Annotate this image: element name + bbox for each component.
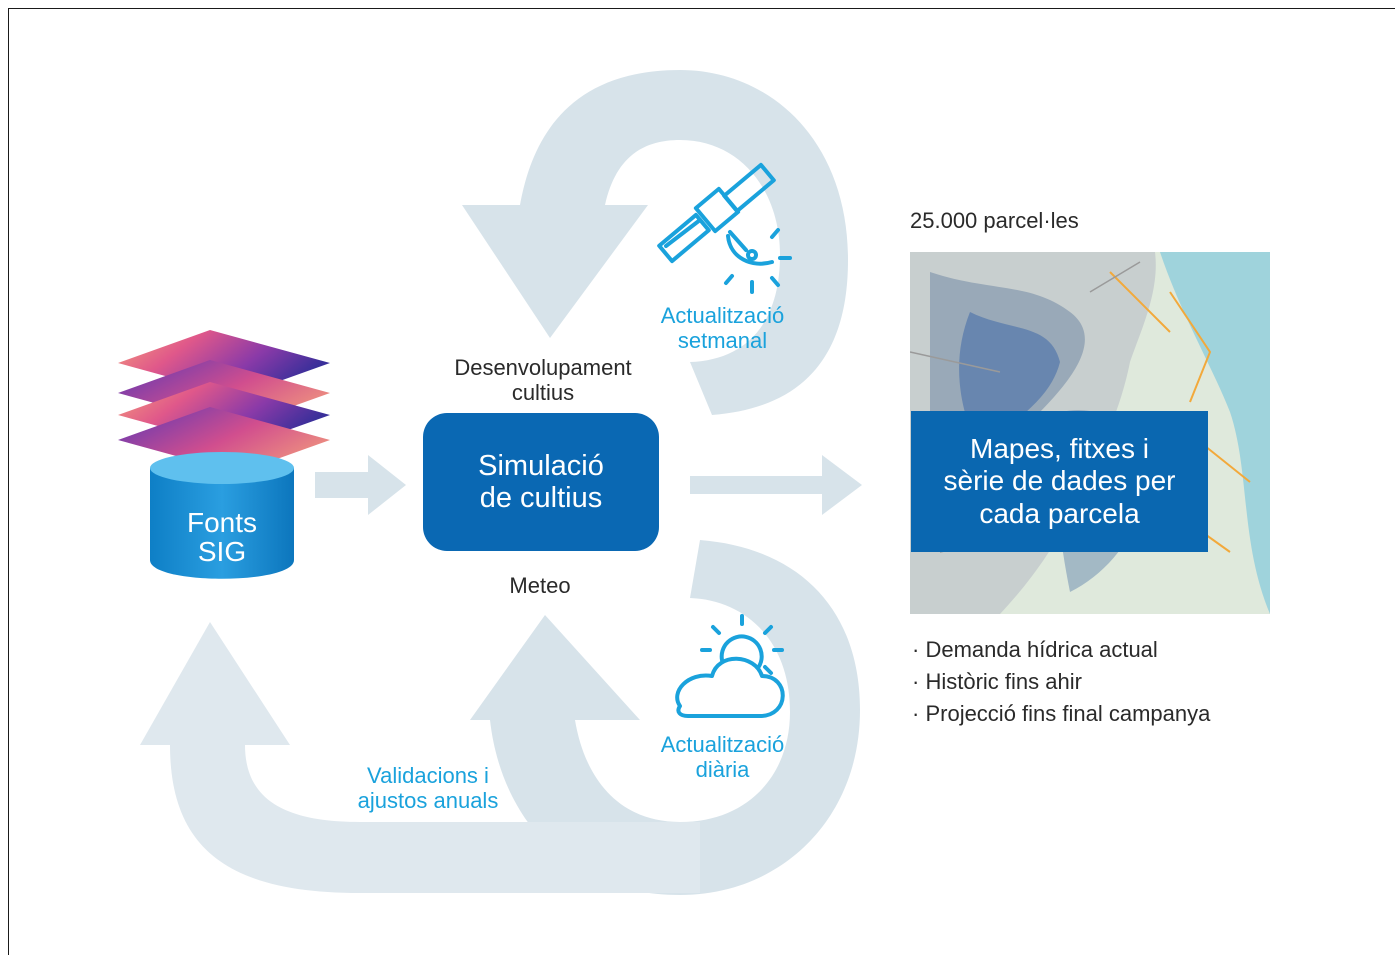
output-arrow — [690, 455, 862, 515]
weather-label: Meteo — [509, 573, 571, 598]
map-caption-line2: sèrie de dades per — [943, 465, 1176, 497]
output-list: Demanda hídrica actual Històric fins ahi… — [912, 634, 1210, 730]
crop-simulation-box: Simulació de cultius — [423, 413, 659, 551]
simulation-line2: de cultius — [479, 482, 603, 514]
crop-development-line2: cultius — [511, 380, 575, 406]
gis-sources-label: Fonts SIG — [150, 508, 294, 567]
weekly-loop-arrow — [462, 70, 848, 415]
gis-sources-line1: Fonts — [186, 507, 258, 538]
map-caption-line3: cada parcela — [979, 497, 1140, 529]
parcel-count: 25.000 parcel·les — [910, 208, 1079, 233]
list-item: Històric fins ahir — [912, 666, 1210, 698]
sun-cloud-icon — [675, 614, 785, 718]
annual-validation-arrow — [140, 622, 700, 893]
annual-validation-line1: Validacions i — [367, 763, 489, 788]
list-item: Projecció fins final campanya — [912, 698, 1210, 730]
weekly-update-line2: setmanal — [677, 328, 768, 354]
map-caption-box: Mapes, fitxes i sèrie de dades per cada … — [911, 411, 1208, 552]
crop-development-line1: Desenvolupament — [454, 355, 632, 380]
simulation-line1: Simulació — [478, 449, 604, 482]
gis-layers-icon — [118, 330, 330, 473]
daily-update-line2: diària — [695, 757, 750, 783]
weekly-update-label: Actualització setmanal — [640, 303, 805, 354]
input-arrow — [315, 455, 406, 515]
satellite-icon — [657, 162, 792, 294]
daily-update-line1: Actualització — [660, 732, 785, 757]
frame-border — [8, 8, 1395, 955]
annual-validation-line2: ajustos anuals — [357, 788, 499, 814]
crop-development-label: Desenvolupament cultius — [428, 355, 658, 406]
map-caption-line1: Mapes, fitxes i — [970, 433, 1149, 465]
annual-validation-label: Validacions i ajustos anuals — [318, 763, 538, 814]
daily-update-label: Actualització diària — [640, 732, 805, 783]
weekly-update-line1: Actualització — [660, 303, 785, 328]
list-item: Demanda hídrica actual — [912, 634, 1210, 666]
database-cylinder-icon — [150, 452, 294, 579]
gis-sources-line2: SIG — [197, 536, 247, 568]
